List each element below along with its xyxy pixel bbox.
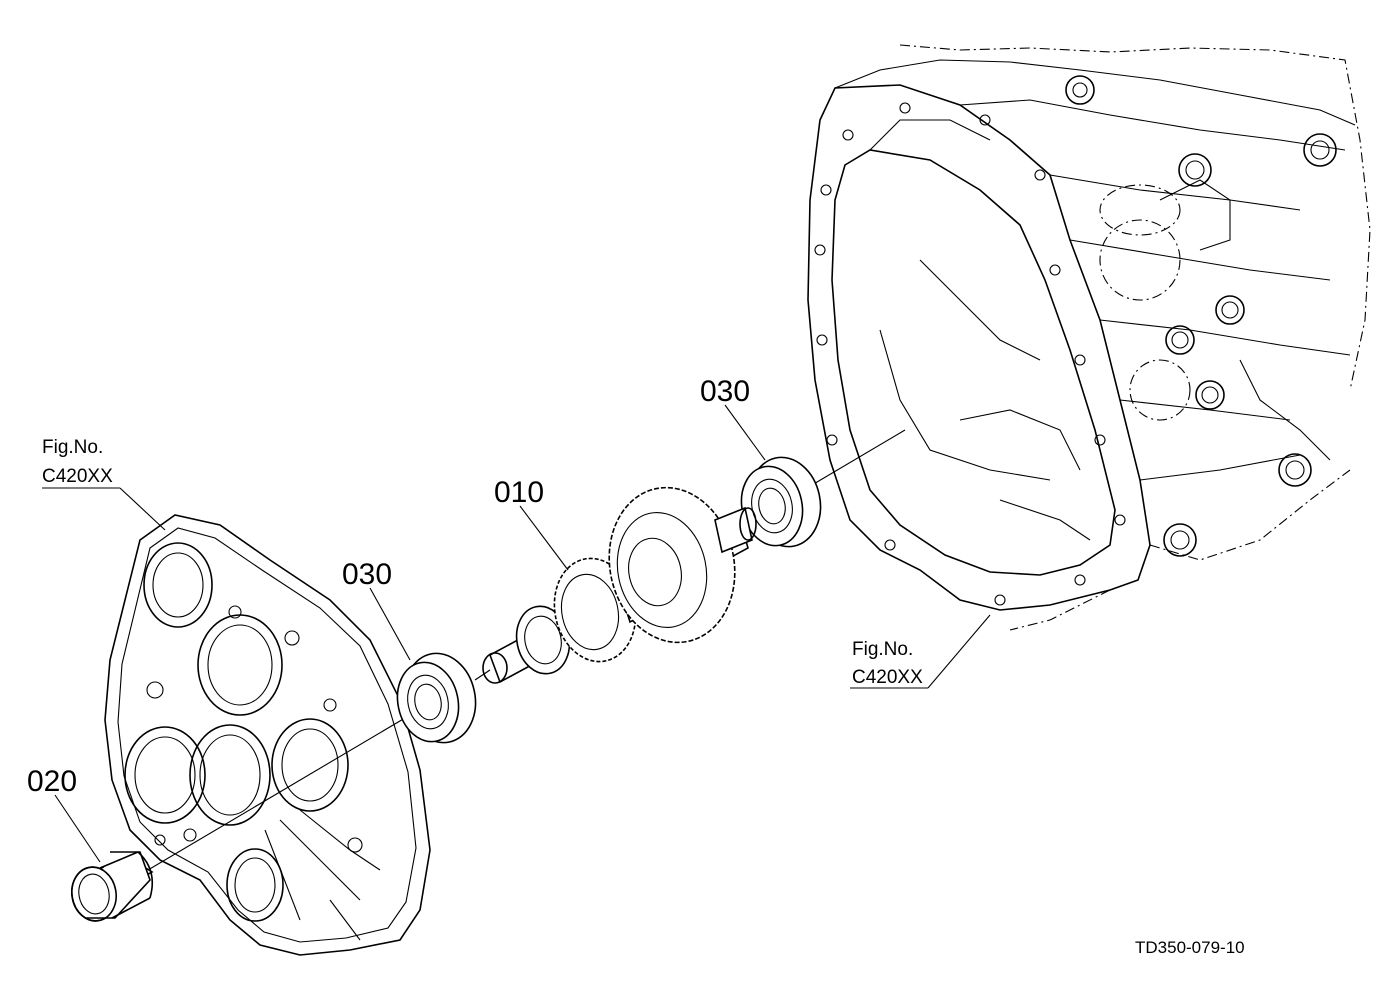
fig-ref-right-line2: C420XX xyxy=(852,667,923,688)
fig-ref-right-line1: Fig.No. xyxy=(852,639,913,660)
bearing-030-left xyxy=(396,652,477,744)
callout-020: 020 xyxy=(27,765,77,798)
callout-030-right: 030 xyxy=(700,375,750,408)
callout-030-left: 030 xyxy=(342,558,392,591)
fig-ref-left-line2: C420XX xyxy=(42,466,113,487)
front-cover-plate xyxy=(104,514,431,956)
fig-ref-left-line1: Fig.No. xyxy=(42,437,103,458)
bearing-030-right xyxy=(740,456,822,548)
transmission-case xyxy=(807,44,1371,631)
gear-shaft-010 xyxy=(482,486,757,684)
leader-lines xyxy=(42,404,991,863)
drawing-id: TD350-079-10 xyxy=(1135,938,1245,957)
bushing-020 xyxy=(71,851,154,922)
callout-010: 010 xyxy=(494,476,544,509)
